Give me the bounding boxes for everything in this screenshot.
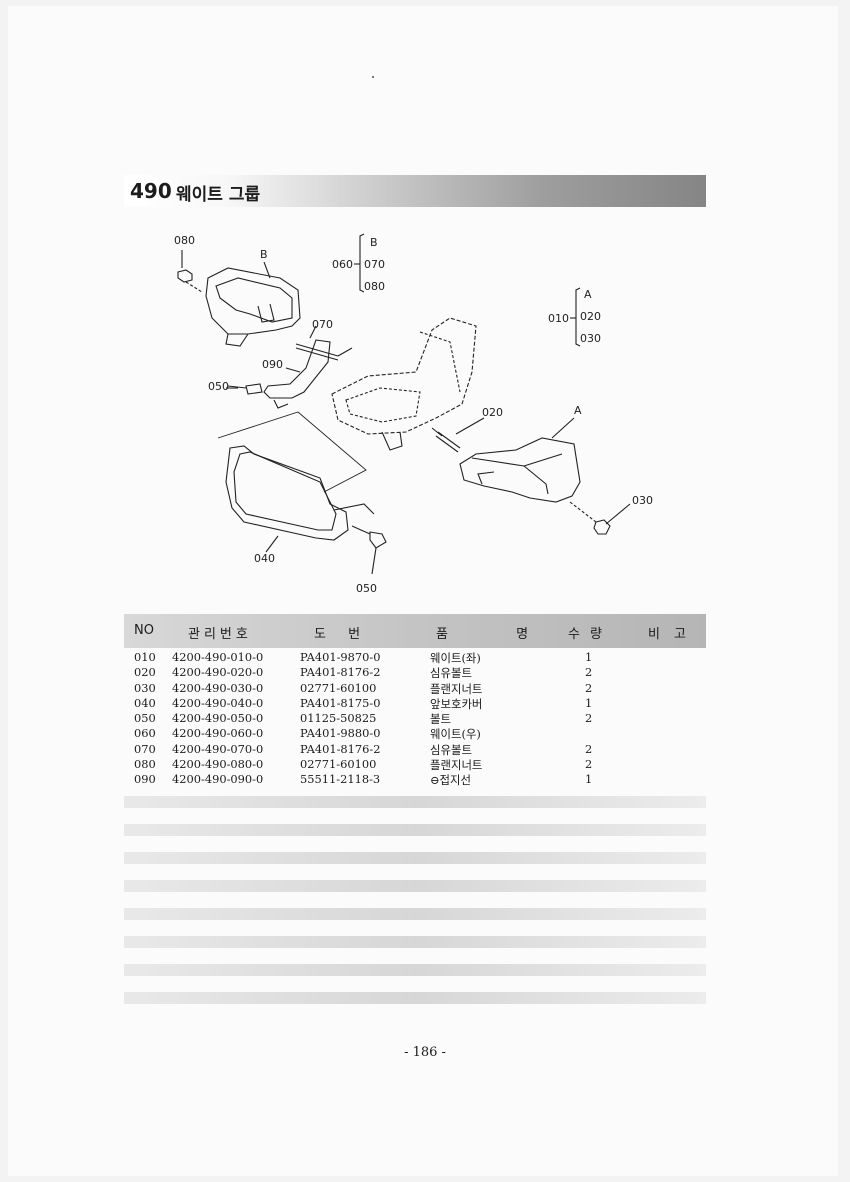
cell-name: 플랜지너트 xyxy=(430,681,483,696)
header-note: 비고 xyxy=(648,627,700,642)
cell-part: PA401-8176-2 xyxy=(300,741,381,756)
scan-speck xyxy=(372,76,374,78)
cell-code: 4200-490-060-0 xyxy=(172,726,264,741)
cell-code: 4200-490-010-0 xyxy=(172,650,264,664)
cell-code: 4200-490-080-0 xyxy=(172,757,264,772)
table-row: 060 4200-490-060-0 PA401-9880-0 웨이트(우) xyxy=(134,726,714,741)
callout-060: 060 xyxy=(332,258,353,271)
header-part: 도 번 xyxy=(314,627,370,642)
cell-no: 060 xyxy=(134,726,156,741)
scan-band xyxy=(124,880,706,892)
cell-name: 플랜지너트 xyxy=(430,758,483,773)
table-row: 070 4200-490-070-0 PA401-8176-2 심유볼트 2 xyxy=(134,742,714,757)
section-title: 웨이트 그룹 xyxy=(176,185,261,205)
table-row: 080 4200-490-080-0 02771-60100 플랜지너트 2 xyxy=(134,757,714,772)
cell-name: ⊖접지선 xyxy=(430,773,471,788)
cell-name: 앞보호카버 xyxy=(430,696,483,711)
header-code: 관리번호 xyxy=(188,627,252,642)
cell-code: 4200-490-050-0 xyxy=(172,711,264,726)
cell-no: 090 xyxy=(134,772,156,787)
table-row: 050 4200-490-050-0 01125-50825 볼트 2 xyxy=(134,711,714,726)
callout-080: 080 xyxy=(174,234,195,247)
cell-code: 4200-490-020-0 xyxy=(172,665,264,680)
callout-090: 090 xyxy=(262,358,283,371)
cell-qty: 2 xyxy=(585,741,593,756)
cell-part: 02771-60100 xyxy=(300,680,377,695)
cell-part: PA401-8175-0 xyxy=(300,695,381,710)
callout-010: 010 xyxy=(548,312,569,325)
table-header: NO 관리번호 도 번 품 명 수량 비고 xyxy=(124,614,706,648)
table-row: 030 4200-490-030-0 02771-60100 플랜지너트 2 xyxy=(134,681,714,696)
cell-part: 02771-60100 xyxy=(300,757,377,772)
table-row: 020 4200-490-020-0 PA401-8176-2 심유볼트 2 xyxy=(134,665,714,680)
table-row: 040 4200-490-040-0 PA401-8175-0 앞보호카버 1 xyxy=(134,696,714,711)
cell-code: 4200-490-070-0 xyxy=(172,741,264,756)
cell-no: 040 xyxy=(134,695,156,710)
exploded-parts-diagram: 080 B 060 B 070 080 070 090 050 A 010 A … xyxy=(174,233,653,595)
cell-code: 4200-490-040-0 xyxy=(172,695,264,710)
callout-a: A xyxy=(574,404,582,417)
scan-band xyxy=(124,964,706,976)
cell-name: 심유볼트 xyxy=(430,666,472,681)
scan-band xyxy=(124,992,706,1004)
cell-name: 심유볼트 xyxy=(430,742,472,757)
scan-band xyxy=(124,908,706,920)
cell-qty: 1 xyxy=(585,695,593,710)
scan-band xyxy=(124,824,706,836)
page-number: - 186 - xyxy=(404,1045,446,1060)
callout-a-group: A xyxy=(584,288,592,301)
cell-part: PA401-8176-2 xyxy=(300,665,381,680)
callout-020: 020 xyxy=(482,406,503,419)
header-name: 품 명 xyxy=(436,627,561,642)
cell-part: 01125-50825 xyxy=(300,711,377,726)
table-row: 090 4200-490-090-0 55511-2118-3 ⊖접지선 1 xyxy=(134,772,714,787)
cell-no: 080 xyxy=(134,757,156,772)
scan-band xyxy=(124,936,706,948)
section-number: 490 xyxy=(130,179,172,203)
callout-070: 070 xyxy=(312,318,333,331)
cell-no: 020 xyxy=(134,665,156,680)
cell-name: 웨이트(우) xyxy=(430,727,481,742)
header-no: NO xyxy=(134,623,154,638)
scan-band xyxy=(124,796,706,808)
parts-table: 010 4200-490-010-0 PA401-9870-0 웨이트(좌) 1… xyxy=(134,650,714,788)
callout-070-group: 070 xyxy=(364,258,385,271)
callout-080-group: 080 xyxy=(364,280,385,293)
cell-part: PA401-9880-0 xyxy=(300,726,381,741)
callout-b-group: B xyxy=(370,236,378,249)
cell-qty: 2 xyxy=(585,711,593,726)
cell-no: 010 xyxy=(134,650,156,664)
cell-qty: 2 xyxy=(585,757,593,772)
callout-030-group: 030 xyxy=(580,332,601,345)
callout-050-upper: 050 xyxy=(208,380,229,393)
callout-040: 040 xyxy=(254,552,275,565)
cell-part: PA401-9870-0 xyxy=(300,650,381,664)
cell-qty: 2 xyxy=(585,680,593,695)
callout-050-lower: 050 xyxy=(356,582,377,595)
header-qty: 수량 xyxy=(568,627,612,642)
callout-030: 030 xyxy=(632,494,653,507)
cell-no: 050 xyxy=(134,711,156,726)
section-header: 490 웨이트 그룹 xyxy=(124,175,706,207)
cell-qty: 2 xyxy=(585,665,593,680)
callout-020-group: 020 xyxy=(580,310,601,323)
cell-name: 웨이트(좌) xyxy=(430,651,481,665)
cell-qty: 1 xyxy=(585,650,593,664)
cell-no: 030 xyxy=(134,680,156,695)
callout-b: B xyxy=(260,248,268,261)
cell-part: 55511-2118-3 xyxy=(300,772,381,787)
table-row: 010 4200-490-010-0 PA401-9870-0 웨이트(좌) 1 xyxy=(134,650,714,665)
cell-code: 4200-490-090-0 xyxy=(172,772,264,787)
scan-band xyxy=(124,852,706,864)
cell-no: 070 xyxy=(134,741,156,756)
cell-code: 4200-490-030-0 xyxy=(172,680,264,695)
cell-qty: 1 xyxy=(585,772,593,787)
cell-name: 볼트 xyxy=(430,712,451,727)
